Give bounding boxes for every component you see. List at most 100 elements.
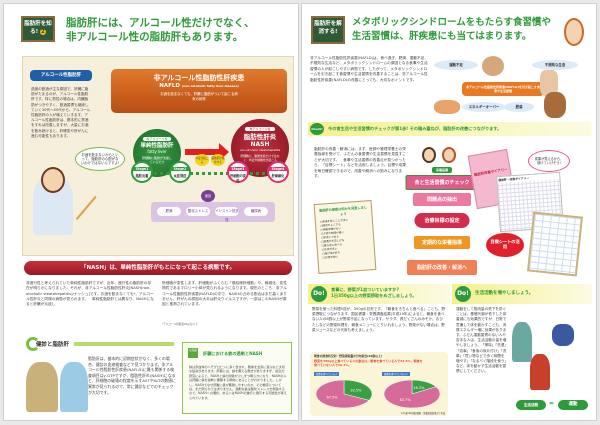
- do1-title-1: 食事に、野菜が1皿ついていますか?: [331, 287, 399, 292]
- arrow-head-icon: [219, 143, 229, 161]
- do1-badge: Do!: [311, 286, 327, 302]
- column-box: 豆知識 肝臓における鉄の過剰とNASH 鉄は赤血球のヘモグロビンに多く含まれ、酸…: [182, 342, 292, 414]
- left-page: 脂肪肝を知る! 2 脂肪肝には、アルコール性だけでなく、非アルコール性の脂肪肝も…: [3, 3, 299, 421]
- fatty-english: fatty liver: [147, 149, 167, 154]
- cloud-obesity: 肥満: [504, 102, 534, 112]
- pie-slice-label: 32.5%: [350, 388, 362, 392]
- burst-worsening: 脂肪肝が悪化する: [211, 154, 225, 166]
- burst-inflammation: 炎症が起こる: [195, 154, 209, 166]
- pie-slice: [343, 379, 373, 401]
- page-title: メタボリックシンドロームをもたらす食習慣や生活習慣は、肝疾患にも当てはまります。: [352, 16, 551, 44]
- nafld-english: (non-alcoholic fatty liver disease): [181, 84, 239, 88]
- cloud-energy: エネルギーオーバー: [462, 102, 506, 112]
- column-text: 鉄は赤血球のヘモグロビンに多く含まれ、酸素を全身に運ぶなど大切な役割があります。…: [189, 365, 287, 400]
- footnote: *アルコール摂取量20g/日以下: [162, 323, 198, 326]
- nash-abbr: NASH: [250, 141, 270, 148]
- flow-step-extract: 問題点の抽出: [412, 193, 472, 206]
- do2-title: 生活活動を増やしましょう。: [475, 291, 534, 296]
- food-illustration: [434, 100, 460, 114]
- stage-2: Stage2 炎症発症: [169, 161, 191, 183]
- stage-label: 肝線維化: [271, 174, 285, 178]
- nafld-title: 非アルコール性脂肪性肝疾患: [153, 74, 245, 82]
- stage-label: 脂肪沈着: [135, 174, 149, 178]
- title-line-1: 脂肪肝には、アルコール性だけでなく、: [66, 17, 255, 29]
- page-title: 脂肪肝には、アルコール性だけでなく、非アルコール性の脂肪肝もあります。: [66, 16, 255, 44]
- pie-slice-label: 67.5%: [327, 396, 339, 400]
- checkup-text: 脂肪肝は、基本的に初期症状がなく、多くの場合、健診の血液検査などで見つかります。…: [88, 356, 176, 395]
- progression-arrow: [185, 149, 221, 155]
- stage-1: Stage1 脂肪沈着: [131, 161, 153, 183]
- pie-source: ※平成19年国民健康・栄養調査結果より作成: [401, 412, 445, 415]
- cloud-exercise: 運動不足: [434, 60, 478, 70]
- clipboard-title: 脂肪肝の原因は何かを見直しましょう: [319, 205, 368, 217]
- equation-sign: =: [549, 400, 555, 407]
- pointer-stick: [75, 195, 97, 220]
- doctor-speech-bubble: お酒を飲まないからといって、脂肪肝の心配がないわけではないんですよ!: [75, 147, 125, 171]
- stage-number: Stage2: [170, 167, 190, 171]
- body-text-col1: 非進行性と考えられていた単純性脂肪肝ですが、近年、進行性の脂肪肝の存在が明らかに…: [26, 281, 154, 307]
- equation-activity: 生活活動: [516, 400, 546, 410]
- stage-number: Stage1: [132, 167, 152, 171]
- cause-label: 非アルコール性脂肪性肝疾患(NAFLD)を引き起こす食事や生活習慣: [462, 82, 544, 96]
- check-bar: Check! 今の食生活や生活習慣のチェックが第1歩! その積み重ねが、脂肪肝の…: [308, 122, 592, 136]
- pie1-title: 朝食を食べている人: [314, 372, 340, 376]
- nafld-diagram-panel: アルコール性脂肪肝 過度の飲酒が主な原因で、肝臓に脂肪がたまるのが、アルコール性…: [22, 56, 294, 256]
- title-line-2: 非アルコール性の脂肪肝もあります。: [66, 31, 244, 43]
- pie-charts: 32.5%67.5%16.3%83.7%: [315, 379, 441, 409]
- nash-tag: 非アルコール性: [245, 127, 275, 131]
- column-title: 肝臓における鉄の過剰とNASH: [203, 351, 263, 356]
- vegetable-chart: 朝食の摂食状況別・野菜摂取量の分布割合(20歳以上) 野菜を350g以上食べてい…: [310, 352, 448, 416]
- factor-item: 糖尿病: [244, 207, 268, 216]
- nafld-abbr: NAFLD: [159, 83, 180, 89]
- pie-slice: [383, 379, 441, 409]
- lifestyle-illustration: 運動不足 不規則な生活 エネルギーオーバー 肥満 非アルコール性脂肪性肝疾患(N…: [432, 56, 580, 118]
- factor-item: インスリン抵抗性: [215, 207, 239, 222]
- guidance-label: 栄養指導: [431, 167, 453, 173]
- do1-text: 野菜を使った料理5皿が、350gの目安です。「朝食をきちんと食べる」ことも、野菜…: [312, 307, 446, 332]
- check-badge: Check!: [310, 123, 324, 135]
- clipboard-checklist: 脂肪肝の原因は何かを見直しましょう □食事を抜くことが多い□間食をよくする□運動…: [313, 200, 377, 274]
- factor-burst: 要因: [201, 190, 215, 202]
- right-page: 脂肪肝を解消する! メタボリックシンドロームをもたらす食習慣や生活習慣は、肝疾患…: [301, 3, 597, 421]
- section-rule: [74, 342, 174, 346]
- speech-bubble: 成果が見えるから、続けていけそう!: [528, 150, 570, 172]
- intro-text: 非アルコール性脂肪性肝疾患(NAFLD)は、食べ過ぎ、肥満、運動不足、不規則な生…: [310, 56, 429, 82]
- fatty-tag: 非アルコール性: [143, 137, 171, 141]
- badge-number: 2: [40, 29, 46, 35]
- alcohol-fatty-liver-text: 過度の飲酒が主な原因で、肝臓に脂肪がたまるのが、アルコール性脂肪肝です。特に男性…: [31, 87, 91, 138]
- man-gardening-illustration: [552, 324, 574, 346]
- title-line-2: 生活習慣は、肝疾患にも当てはまります。: [352, 31, 532, 42]
- chalkboard-badge: 脂肪肝を知る! 2: [21, 16, 55, 42]
- flow-step-check: 食と生活習慣のチェック: [405, 175, 479, 190]
- checkup-title: 健診と脂肪肝: [36, 342, 70, 348]
- fatty-description: 肝細胞に脂肪が沈着しているだけ: [141, 156, 172, 164]
- title-line-1: メタボリックシンドロームをもたらす食習慣や: [352, 17, 552, 28]
- alcohol-fatty-liver-label: アルコール性脂肪肝: [30, 70, 92, 81]
- equation-exercise: 運動: [558, 400, 588, 410]
- nafld-description: お酒を飲まなくても、肝臓に脂肪がついて起こる病気の総称: [160, 92, 238, 101]
- flow-step-goal: 治療目標の設定: [414, 213, 470, 228]
- cloud-irregular: 不規則な生活: [532, 60, 578, 70]
- factor-item: 肥満: [157, 207, 181, 216]
- section-c-icon: [26, 337, 40, 351]
- pie-chart-title: 朝食の摂食状況別・野菜摂取量の分布割合(20歳以上): [314, 354, 382, 358]
- person-computer-illustration: [540, 70, 558, 96]
- woman-shopping-illustration: [530, 354, 550, 390]
- do2-badge: Do!: [455, 286, 471, 302]
- badge-text: 脂肪肝を知る!: [24, 21, 52, 35]
- pie-chart-note: 野菜を350g以上食べている人の割合は、朝食を食べている人で32.5%、朝食を食…: [314, 359, 423, 367]
- do1-title-2: 1日350g以上の野菜摂取をめざしましょう。: [331, 293, 417, 298]
- nash-circle: 非アルコール性 脂肪性肝炎 NASH non-alcoholic steatoh…: [231, 119, 289, 177]
- nash-title: 脂肪性肝炎: [243, 133, 277, 141]
- stage-number: Stage3: [228, 167, 248, 171]
- body-text-col2: 肝細胞が変性します。肝細胞がふくらむ「風船様肝細胞」や、線維化、変性物質であるマ…: [162, 281, 287, 307]
- flow-intro-text: 脂肪肝の改善・解消には、まず、医師や管理栄養士の栄養指導を受けて、ふだんの食習慣…: [314, 147, 406, 179]
- doctor-illustration-2: [60, 362, 88, 412]
- person-lying-illustration: [482, 56, 504, 76]
- chalkboard-badge: 脂肪肝を解消する!: [311, 16, 345, 44]
- stage-label: 炎症発症: [173, 174, 187, 178]
- goal-sheet: [527, 211, 583, 277]
- factor-box: 肥満 酸化ストレス インスリン抵抗性 糖尿病: [151, 202, 275, 222]
- do1-header: Do! 食事に、野菜が1皿ついていますか?1日350g以上の野菜摂取をめざしまし…: [308, 284, 450, 304]
